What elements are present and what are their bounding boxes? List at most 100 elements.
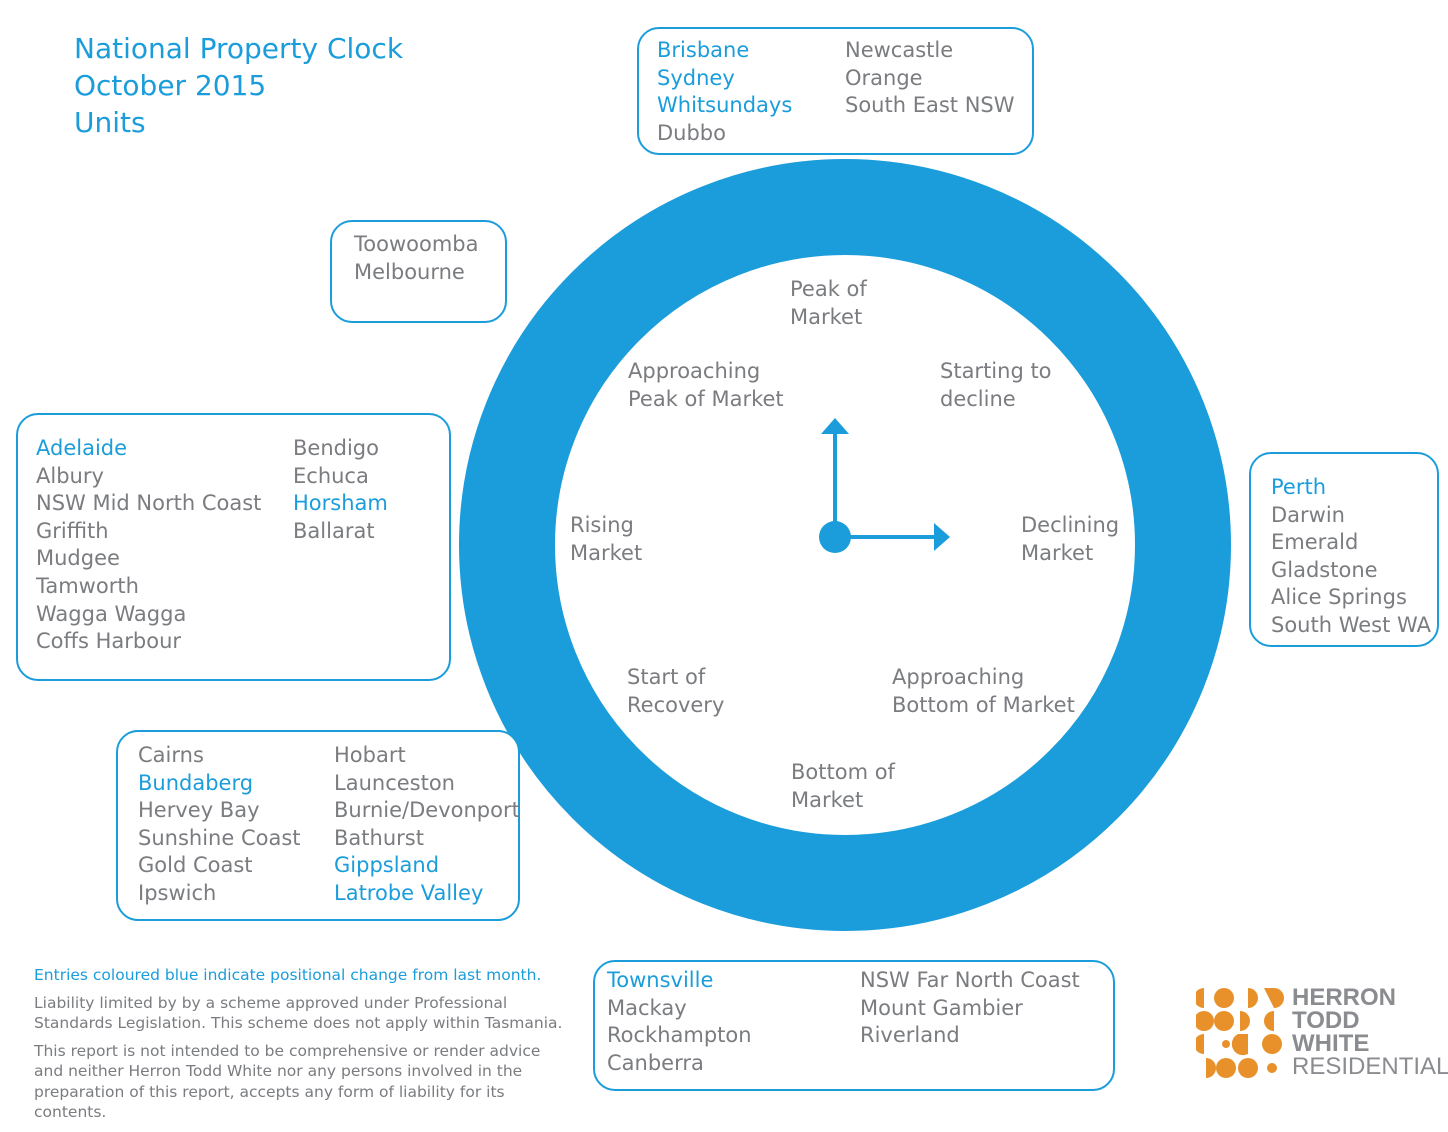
region-item: NSW Far North Coast (860, 968, 1080, 992)
rising-col-2: Bendigo Echuca Horsham Ballarat (293, 435, 388, 545)
box-declining-market (1249, 452, 1439, 647)
phase-bottom-of-market: Bottom of Market (791, 759, 895, 814)
phase-approaching-peak: Approaching Peak of Market (628, 358, 784, 413)
region-item: Riverland (860, 1023, 960, 1048)
title-line-3: Units (74, 106, 146, 139)
phase-declining-line2: Market (1021, 540, 1094, 565)
region-item: Launceston (334, 770, 455, 795)
declining-col-1: Perth Darwin Emerald Gladstone Alice Spr… (1271, 474, 1431, 640)
region-item: Cairns (138, 743, 204, 767)
region-item: Perth (1271, 475, 1327, 499)
phase-rising-market: Rising Market (570, 512, 642, 567)
region-item: Ipswich (138, 880, 217, 905)
box-bottom-of-market (593, 960, 1115, 1091)
region-item: Tamworth (36, 573, 139, 598)
peak-col-1: Brisbane Sydney Whitsundays Dubbo (657, 37, 792, 147)
region-item: Ballarat (293, 518, 375, 543)
logo-word-white: WHITE (1292, 1030, 1370, 1057)
liability-note: Liability limited by by a scheme approve… (34, 993, 563, 1033)
region-item: Bathurst (334, 825, 424, 850)
clock-ring (459, 159, 1231, 931)
phase-starting-decline-line1: Starting to (940, 359, 1052, 383)
title-line-1: National Property Clock (74, 32, 404, 65)
region-item: Newcastle (845, 38, 954, 62)
region-item: Wagga Wagga (36, 601, 187, 626)
box-rising-market (16, 413, 451, 681)
region-item: Sunshine Coast (138, 825, 301, 850)
box-start-of-recovery (116, 730, 520, 921)
region-item: Dubbo (657, 120, 726, 145)
bottom-col-1: Townsville Mackay Rockhampton Canberra (607, 967, 752, 1077)
bottom-col-2: NSW Far North Coast Mount Gambier Riverl… (860, 967, 1080, 1050)
region-item: Rockhampton (607, 1023, 752, 1048)
phase-approaching-peak-line1: Approaching (628, 359, 761, 383)
phase-approaching-bottom-line1: Approaching (892, 665, 1025, 689)
region-item: Canberra (607, 1050, 704, 1075)
region-item: Hervey Bay (138, 798, 260, 823)
box-approaching-peak (330, 220, 507, 323)
region-item: Adelaide (36, 436, 128, 460)
phase-approaching-bottom-line2: Bottom of Market (892, 692, 1075, 717)
logo-word-todd: TODD (1292, 1007, 1360, 1034)
phase-peak-line2: Market (790, 304, 863, 329)
region-item: Griffith (36, 518, 109, 543)
region-item: Whitsundays (657, 93, 793, 118)
peak-col-2: Newcastle Orange South East NSW (845, 37, 1015, 120)
phase-bottom-line1: Bottom of (791, 760, 895, 784)
phase-start-of-recovery: Start of Recovery (627, 664, 724, 719)
region-item: South West WA (1271, 612, 1431, 637)
region-item: Hobart (334, 743, 406, 767)
region-item: Alice Springs (1271, 585, 1407, 610)
logo-word-herron: HERRON (1292, 984, 1397, 1011)
rising-col-1: Adelaide Albury NSW Mid North Coast Grif… (36, 435, 261, 656)
company-logo-text: HERRON TODD WHITE RESIDENTIAL (1292, 984, 1448, 1080)
recovery-col-2: Hobart Launceston Burnie/Devonport Bathu… (334, 742, 520, 908)
clock-minute-hand-arrowhead (934, 523, 950, 551)
approaching-peak-col-1: Toowoomba Melbourne (354, 231, 478, 286)
region-item: Latrobe Valley (334, 880, 484, 905)
region-item: Burnie/Devonport (334, 798, 520, 823)
box-peak-of-market (637, 27, 1034, 155)
phase-start-recovery-line2: Recovery (627, 692, 725, 717)
region-item: Brisbane (657, 38, 750, 62)
region-item: Melbourne (354, 259, 465, 284)
phase-starting-decline-line2: decline (940, 386, 1016, 411)
logo-word-residential: RESIDENTIAL (1292, 1053, 1448, 1080)
phase-peak-line1: Peak of (790, 277, 867, 301)
page-title: National Property Clock October 2015 Uni… (74, 30, 403, 141)
region-item: Mackay (607, 995, 687, 1020)
clock-center-hub (819, 521, 851, 553)
phase-approaching-bottom: Approaching Bottom of Market (892, 664, 1075, 719)
region-item: Emerald (1271, 530, 1359, 555)
region-item: Sydney (657, 65, 735, 90)
phase-declining-market: Declining Market (1021, 512, 1119, 567)
region-item: Toowoomba (354, 232, 479, 256)
region-item: Mudgee (36, 546, 120, 571)
region-item: Darwin (1271, 502, 1345, 527)
legend-note: Entries coloured blue indicate positiona… (34, 966, 542, 984)
region-item: Bundaberg (138, 770, 254, 795)
phase-rising-line1: Rising (570, 513, 634, 537)
phase-bottom-line2: Market (791, 787, 864, 812)
phase-rising-line2: Market (570, 540, 643, 565)
region-item: Gold Coast (138, 853, 253, 878)
title-line-2: October 2015 (74, 69, 267, 102)
phase-start-recovery-line1: Start of (627, 665, 706, 689)
recovery-col-1: Cairns Bundaberg Hervey Bay Sunshine Coa… (138, 742, 301, 908)
footnotes: Entries coloured blue indicate positiona… (34, 965, 574, 1130)
region-item: Mount Gambier (860, 995, 1023, 1020)
region-item: Albury (36, 463, 104, 488)
region-item: NSW Mid North Coast (36, 491, 262, 516)
region-item: Horsham (293, 491, 388, 516)
phase-starting-to-decline: Starting to decline (940, 358, 1052, 413)
region-item: South East NSW (845, 93, 1015, 118)
phase-peak-of-market: Peak of Market (790, 276, 867, 331)
dot-grid-logo-icon (1196, 988, 1284, 1078)
region-item: Bendigo (293, 436, 379, 460)
phase-approaching-peak-line2: Peak of Market (628, 386, 784, 411)
region-item: Orange (845, 65, 923, 90)
region-item: Echuca (293, 463, 369, 488)
region-item: Gladstone (1271, 557, 1378, 582)
region-item: Townsville (607, 968, 714, 992)
